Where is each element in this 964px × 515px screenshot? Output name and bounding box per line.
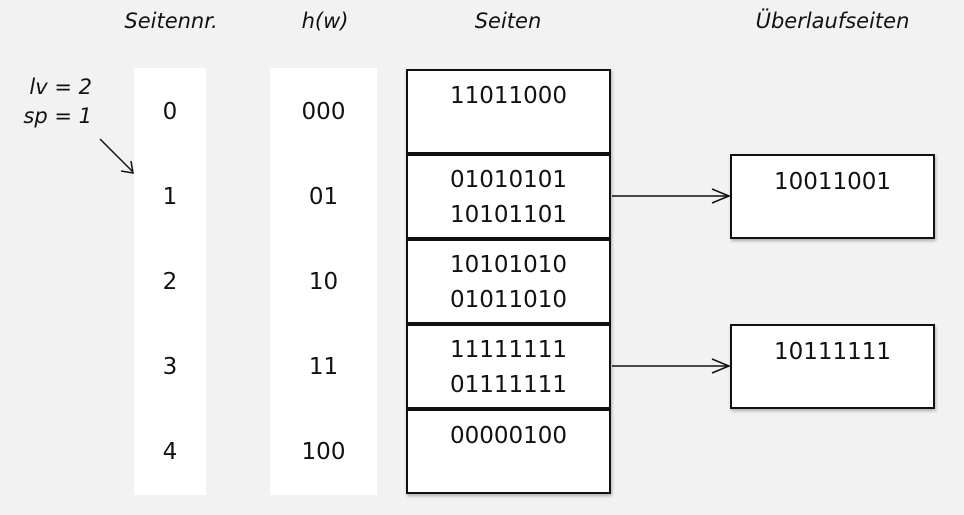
page-entry: 01111111 <box>449 371 568 398</box>
page-entry: 10101101 <box>449 201 568 228</box>
page-number-cell: 2 <box>162 268 178 295</box>
header-hash: h(w) <box>301 9 349 33</box>
page-box: 00000100 <box>406 409 611 494</box>
page-entry: 11011000 <box>449 83 568 109</box>
hash-cell: 10 <box>308 268 339 295</box>
overflow-link-arrow <box>612 188 731 204</box>
page-box: 10101010 01011010 <box>406 239 611 324</box>
page-box: 01010101 10101101 <box>406 154 611 239</box>
header-page-number: Seitennr. <box>124 9 218 33</box>
page-number-cell: 3 <box>162 353 178 380</box>
page-entry: 01011010 <box>449 286 568 313</box>
header-overflow-pages: Überlaufseiten <box>755 9 910 33</box>
split-pointer-label: sp = 1 <box>23 104 92 128</box>
split-pointer-arrow <box>99 138 134 174</box>
level-label: lv = 2 <box>29 75 92 99</box>
page-box: 11011000 <box>406 69 611 154</box>
page-entry: 10101010 <box>449 251 568 278</box>
hash-column <box>270 68 377 495</box>
overflow-page-box: 10011001 <box>730 154 935 239</box>
hash-cell: 100 <box>301 438 346 465</box>
page-entry: 00000100 <box>449 423 568 449</box>
page-number-cell: 4 <box>162 438 178 465</box>
overflow-entry: 10111111 <box>773 339 892 365</box>
hash-cell: 000 <box>301 98 346 125</box>
overflow-entry: 10011001 <box>773 169 892 195</box>
hash-cell: 01 <box>308 183 339 210</box>
hash-cell: 11 <box>308 353 339 380</box>
overflow-link-arrow <box>612 358 731 374</box>
page-number-column <box>134 68 206 495</box>
page-number-cell: 0 <box>162 98 178 125</box>
hash-state-annotation: lv = 2 sp = 1 <box>4 73 92 131</box>
page-number-cell: 1 <box>162 183 178 210</box>
overflow-page-box: 10111111 <box>730 324 935 409</box>
page-entry: 01010101 <box>449 166 568 193</box>
page-box: 11111111 01111111 <box>406 324 611 409</box>
page-entry: 11111111 <box>449 336 568 363</box>
header-pages: Seiten <box>474 9 542 33</box>
